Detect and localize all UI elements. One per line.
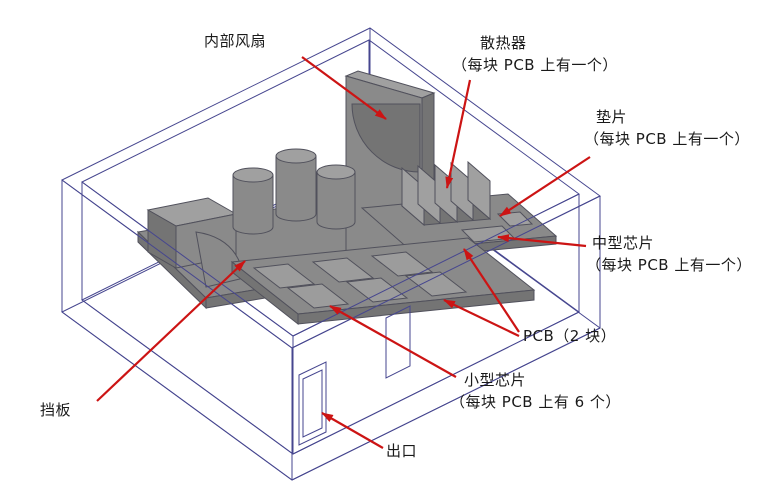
label-outlet: 出口 — [386, 440, 417, 462]
internal-components — [136, 70, 558, 326]
small-chip-5 — [345, 277, 409, 303]
pcb-label-text: PCB（2 块） — [523, 327, 617, 345]
outlet-slot-inner — [302, 369, 323, 438]
label-internal-fan: 内部风扇 — [204, 30, 266, 52]
left-box-side — [147, 209, 177, 269]
chassis-rim-left-front — [61, 179, 293, 349]
chassis-wireframe-front — [61, 179, 601, 481]
outlet-slot-outer — [298, 361, 327, 446]
annotation-arrows — [96, 56, 591, 449]
cylinder-2-body — [275, 155, 317, 222]
small-chip-6 — [404, 271, 468, 297]
label-medium-chip: 中型芯片 （每块 PCB 上有一个） — [586, 232, 752, 276]
heatsink-label-line2: （每块 PCB 上有一个） — [452, 56, 618, 74]
chassis-inner-bottom-right-front — [292, 311, 580, 455]
arrow-gasket — [499, 156, 591, 217]
cylinder-1-body — [232, 174, 274, 235]
arrow-heatsink — [445, 79, 472, 189]
label-pcb: PCB（2 块） — [523, 325, 616, 347]
chassis-inner-rim-left-front — [81, 181, 294, 337]
small-chip-1 — [252, 263, 316, 289]
lower-pcb-left-edge — [231, 260, 299, 326]
chassis-rim-right-front — [291, 195, 601, 349]
small-chip-label-line2: （每块 PCB 上有 6 个） — [450, 393, 621, 411]
outlet-slot-2 — [385, 305, 411, 379]
cylinder-3-body — [316, 171, 356, 230]
arrow-small-chip — [329, 305, 457, 378]
outlet-label-text: 出口 — [386, 442, 418, 460]
medium-chip-label-line1: 中型芯片 — [592, 234, 655, 252]
heatsink-label-line1: 散热器 — [480, 34, 527, 52]
cylinder-1-top — [232, 167, 274, 183]
label-heatsink: 散热器 （每块 PCB 上有一个） — [452, 32, 618, 76]
label-gasket: 垫片 （每块 PCB 上有一个） — [584, 106, 750, 150]
label-small-chip: 小型芯片 （每块 PCB 上有 6 个） — [450, 369, 621, 413]
arrow-baffle — [96, 260, 246, 402]
heatsink-fin-5 — [467, 160, 491, 221]
small-chip-2 — [311, 257, 375, 283]
chassis-bottom-left-front — [61, 311, 293, 481]
arrow-pcb-lower — [443, 299, 520, 337]
gasket-label-line2: （每块 PCB 上有一个） — [584, 130, 750, 148]
chassis-inner-bottom-left-front — [81, 299, 294, 455]
arrow-outlet — [321, 412, 384, 449]
label-baffle: 挡板 — [40, 399, 71, 421]
cylinder-2-top — [275, 148, 317, 164]
chassis-bottom-right-front — [291, 327, 601, 481]
cylinder-3-top — [316, 164, 356, 180]
baffle-label-text: 挡板 — [40, 401, 72, 419]
internal-fan-label-text: 内部风扇 — [204, 32, 267, 50]
small-chip-label-line1: 小型芯片 — [464, 371, 527, 389]
small-chip-4 — [286, 283, 350, 309]
gasket-label-line1: 垫片 — [596, 108, 628, 126]
small-chip-3 — [370, 251, 434, 277]
arrow-medium-chip — [497, 234, 587, 248]
arrow-internal-fan — [301, 56, 387, 120]
arrow-pcb-upper — [463, 248, 520, 333]
medium-chip-label-line2: （每块 PCB 上有一个） — [586, 256, 752, 274]
